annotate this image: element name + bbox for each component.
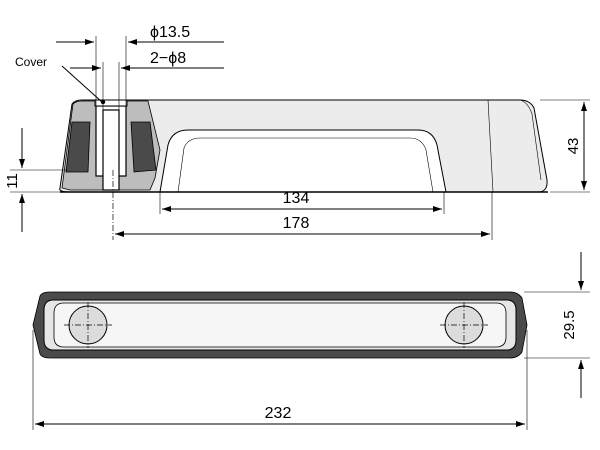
section-dark-left — [65, 121, 91, 173]
grip-inner-contour — [177, 137, 434, 193]
right-end-edge — [519, 99, 542, 181]
cover-callout: Cover — [15, 55, 103, 103]
dim-head-diameter: ϕ13.5 — [56, 24, 224, 106]
dim-hole-diameter-label: 2−ϕ8 — [150, 50, 186, 67]
dim-rib: 11 — [4, 128, 66, 232]
dim-pitch: 178 — [112, 170, 493, 240]
dim-hole-diameter: 2−ϕ8 — [70, 50, 224, 110]
cover-label: Cover — [15, 55, 47, 69]
side-view — [59, 99, 548, 193]
counterbore — [102, 109, 120, 191]
dim-inner-length: 134 — [159, 190, 445, 214]
top-body-plateau — [53, 302, 507, 348]
top-view — [32, 291, 528, 359]
dim-total-length-label: 232 — [265, 405, 292, 422]
dim-rib-label: 11 — [4, 173, 21, 189]
dim-width-label: 29.5 — [561, 310, 578, 339]
section-dark-right — [130, 121, 157, 173]
dim-width: 29.5 — [524, 252, 590, 398]
dim-pitch-label: 178 — [283, 215, 310, 232]
dim-total-length: 232 — [32, 330, 528, 430]
dim-height-label: 43 — [565, 138, 582, 155]
dim-inner-length-label: 134 — [283, 190, 310, 207]
dim-height: 43 — [540, 99, 590, 193]
cover-plate — [94, 99, 128, 107]
right-end-facet — [487, 99, 494, 193]
dim-head-diameter-label: ϕ13.5 — [150, 24, 190, 41]
